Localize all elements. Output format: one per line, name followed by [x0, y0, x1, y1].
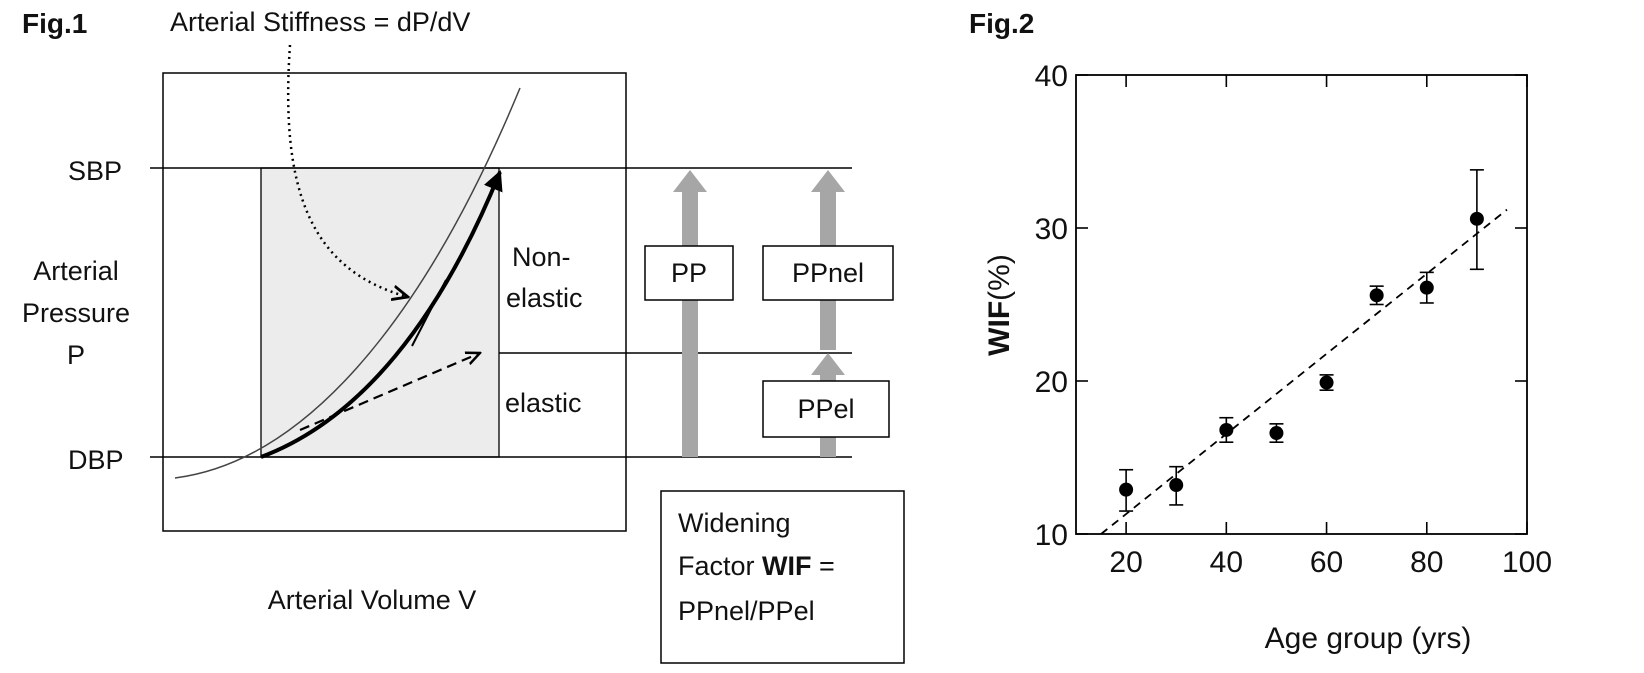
y-tick-label: 30	[1035, 213, 1068, 246]
y-label-line1: Arterial	[33, 256, 119, 286]
x-axis-label: Arterial Volume V	[268, 585, 477, 615]
fig2-chart: Fig.2 10 20 30 40 20 40 60 80 100 Age group (yr…	[969, 8, 1552, 655]
ppel-label: PPel	[797, 394, 854, 424]
data-point	[1269, 426, 1284, 441]
x-axis-ticks: 20 40 60 80 100	[1109, 75, 1552, 579]
data-point	[1119, 482, 1134, 497]
tangent-mark	[411, 279, 447, 347]
fig1-label: Fig.1	[22, 8, 87, 39]
fig2-label: Fig.2	[969, 8, 1034, 39]
nonelastic-label-line1: Non-	[512, 242, 571, 272]
x-tick-label: 60	[1310, 546, 1343, 579]
pp-arrow	[673, 170, 707, 457]
ppnel-label: PPnel	[792, 258, 864, 288]
y-tick-label: 40	[1035, 60, 1068, 93]
y-label-line2: Pressure	[22, 298, 130, 328]
x-tick-label: 100	[1502, 546, 1552, 579]
data-point	[1219, 422, 1234, 437]
data-point-group	[1419, 271, 1434, 304]
fig1-frame	[162, 72, 627, 532]
data-point	[1469, 211, 1484, 226]
dbp-label: DBP	[68, 445, 124, 475]
data-point-group	[1469, 169, 1484, 271]
fig1-diagram: Fig.1 Arterial Stiffness = dP/dV SBP DBP…	[22, 7, 905, 664]
x-tick-label: 20	[1109, 546, 1142, 579]
wif-definition-box	[660, 490, 905, 664]
y-axis-title-bold: WIF	[983, 301, 1016, 356]
y-label-line3: P	[67, 340, 85, 370]
plot-frame	[1075, 74, 1528, 535]
nonelastic-label-line2: elastic	[506, 283, 583, 313]
pressure-volume-curve	[174, 87, 521, 479]
nonelastic-arrow	[260, 170, 503, 459]
pulse-region	[260, 167, 500, 458]
data-point	[1369, 288, 1384, 303]
data-point	[1169, 478, 1184, 493]
wif-line3: PPnel/PPel	[678, 596, 815, 626]
data-point-group	[1119, 468, 1134, 512]
data-point-group	[1319, 374, 1334, 391]
pp-box	[644, 245, 734, 301]
data-point	[1419, 280, 1434, 295]
y-tick-label: 10	[1035, 519, 1068, 552]
y-tick-label: 20	[1035, 366, 1068, 399]
trend-line	[1100, 208, 1508, 535]
elastic-label: elastic	[505, 388, 582, 418]
wif-line2: Factor WIF =	[678, 551, 835, 581]
ppel-box	[762, 380, 890, 438]
y-axis-label: Arterial Pressure P	[22, 256, 130, 370]
data-point-group	[1369, 285, 1384, 306]
wif-line1: Widening	[678, 508, 791, 538]
data-point-group	[1269, 423, 1284, 444]
x-axis-title: Age group (yrs)	[1265, 622, 1472, 655]
y-axis-ticks: 10 20 30 40	[1035, 60, 1527, 552]
y-axis-title-rest: (%)	[983, 254, 1016, 301]
wif-line2-pre: Factor	[678, 551, 762, 581]
arterial-stiffness-text: Arterial Stiffness = dP/dV	[170, 7, 470, 37]
x-tick-label: 40	[1210, 546, 1243, 579]
y-axis-title: WIF(%)	[983, 254, 1016, 356]
wif-line2-bold: WIF	[762, 551, 811, 581]
data-point-group	[1169, 465, 1184, 506]
data-points	[1119, 169, 1484, 512]
wif-line2-post: =	[812, 551, 835, 581]
sbp-label: SBP	[68, 156, 122, 186]
x-tick-label: 80	[1410, 546, 1443, 579]
data-point-group	[1219, 416, 1234, 444]
data-point	[1319, 375, 1334, 390]
elastic-arrow	[299, 353, 480, 432]
pp-label: PP	[671, 258, 707, 288]
ppnel-box	[762, 245, 894, 301]
